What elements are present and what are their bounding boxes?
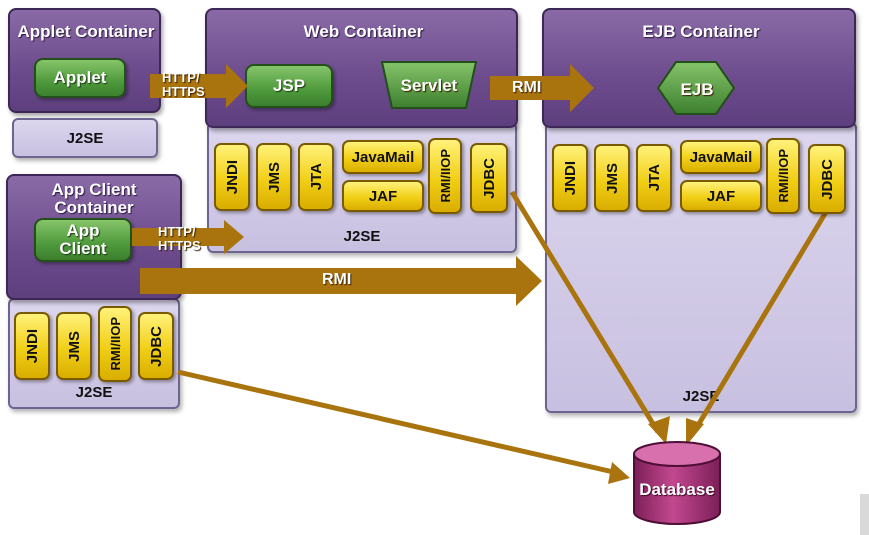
app-client-component-line2: Client [59, 239, 107, 258]
ejb-label: EJB [680, 80, 714, 99]
web-container-title: Web Container [303, 22, 424, 41]
servlet-label: Servlet [400, 76, 458, 95]
rmi-arrow-client-to-ejb [140, 256, 542, 306]
client-jdbc-service: JDBC [138, 312, 174, 380]
web-jaf-service: JAF [342, 180, 424, 212]
database-label: Database [639, 480, 715, 499]
applet-http-label-line2: HTTPS [162, 84, 205, 99]
web-rmi-iiop-service: RMI/IIOP [428, 138, 462, 214]
database-cylinder [633, 453, 721, 525]
web-jdbc-service: JDBC [470, 143, 508, 213]
applet-component: Applet [34, 58, 126, 98]
web-j2se-label: J2SE [343, 228, 381, 245]
http-arrow-applet-to-web [150, 64, 248, 108]
jsp-component: JSP [245, 64, 333, 108]
client-jdbc-to-database-line [177, 369, 623, 477]
client-http-label-line1: HTTP/ [158, 224, 196, 239]
web-jndi-service: JNDI [214, 143, 250, 211]
web-jta-service: JTA [298, 143, 334, 211]
applet-http-label-line1: HTTP/ [162, 70, 200, 85]
app-client-component: App Client [34, 218, 132, 262]
web-jdbc-to-database-line [509, 190, 661, 434]
client-j2se-label: J2SE [75, 384, 113, 401]
database-top [633, 441, 721, 467]
ejb-jdbc-arrowhead [686, 418, 704, 446]
ejb-jndi-service: JNDI [552, 144, 588, 212]
ejb-jdbc-service: JDBC [808, 144, 846, 214]
web-jms-service: JMS [256, 143, 292, 211]
app-client-container-title-line1: App Client [51, 180, 137, 199]
client-jndi-service: JNDI [14, 312, 50, 380]
http-arrow-client-to-web [132, 220, 244, 254]
client-rmi-iiop-service: RMI/IIOP [98, 306, 132, 382]
servlet-shape [380, 61, 478, 109]
web-jdbc-arrowhead [648, 416, 670, 444]
ejb-rmi-iiop-service: RMI/IIOP [766, 138, 800, 214]
applet-http-label: HTTP/ HTTPS [162, 71, 205, 99]
ejb-jms-service: JMS [594, 144, 630, 212]
ejb-jaf-service: JAF [680, 180, 762, 212]
client-http-label: HTTP/ HTTPS [158, 225, 201, 253]
applet-container-title: Applet Container [17, 22, 155, 41]
client-jdbc-arrowhead [608, 462, 630, 484]
web-ejb-rmi-label: RMI [512, 79, 542, 96]
ejb-javamail-service: JavaMail [680, 140, 762, 174]
ejb-container-title: EJB Container [642, 22, 760, 41]
applet-container: Applet Container Applet [8, 8, 161, 113]
rmi-arrow-web-to-ejb [490, 64, 594, 112]
app-client-component-line1: App [66, 221, 100, 240]
client-ejb-rmi-label: RMI [322, 271, 352, 288]
client-http-label-line2: HTTPS [158, 238, 201, 253]
app-client-container-title-line2: Container [54, 198, 134, 217]
client-jms-service: JMS [56, 312, 92, 380]
ejb-jta-service: JTA [636, 144, 672, 212]
web-javamail-service: JavaMail [342, 140, 424, 174]
ejb-jdbc-to-database-line [691, 210, 829, 434]
edge-gray-bar [860, 494, 869, 535]
ejb-shape [656, 61, 736, 115]
applet-j2se-label: J2SE [66, 130, 104, 147]
applet-j2se-bar: J2SE [12, 118, 158, 158]
